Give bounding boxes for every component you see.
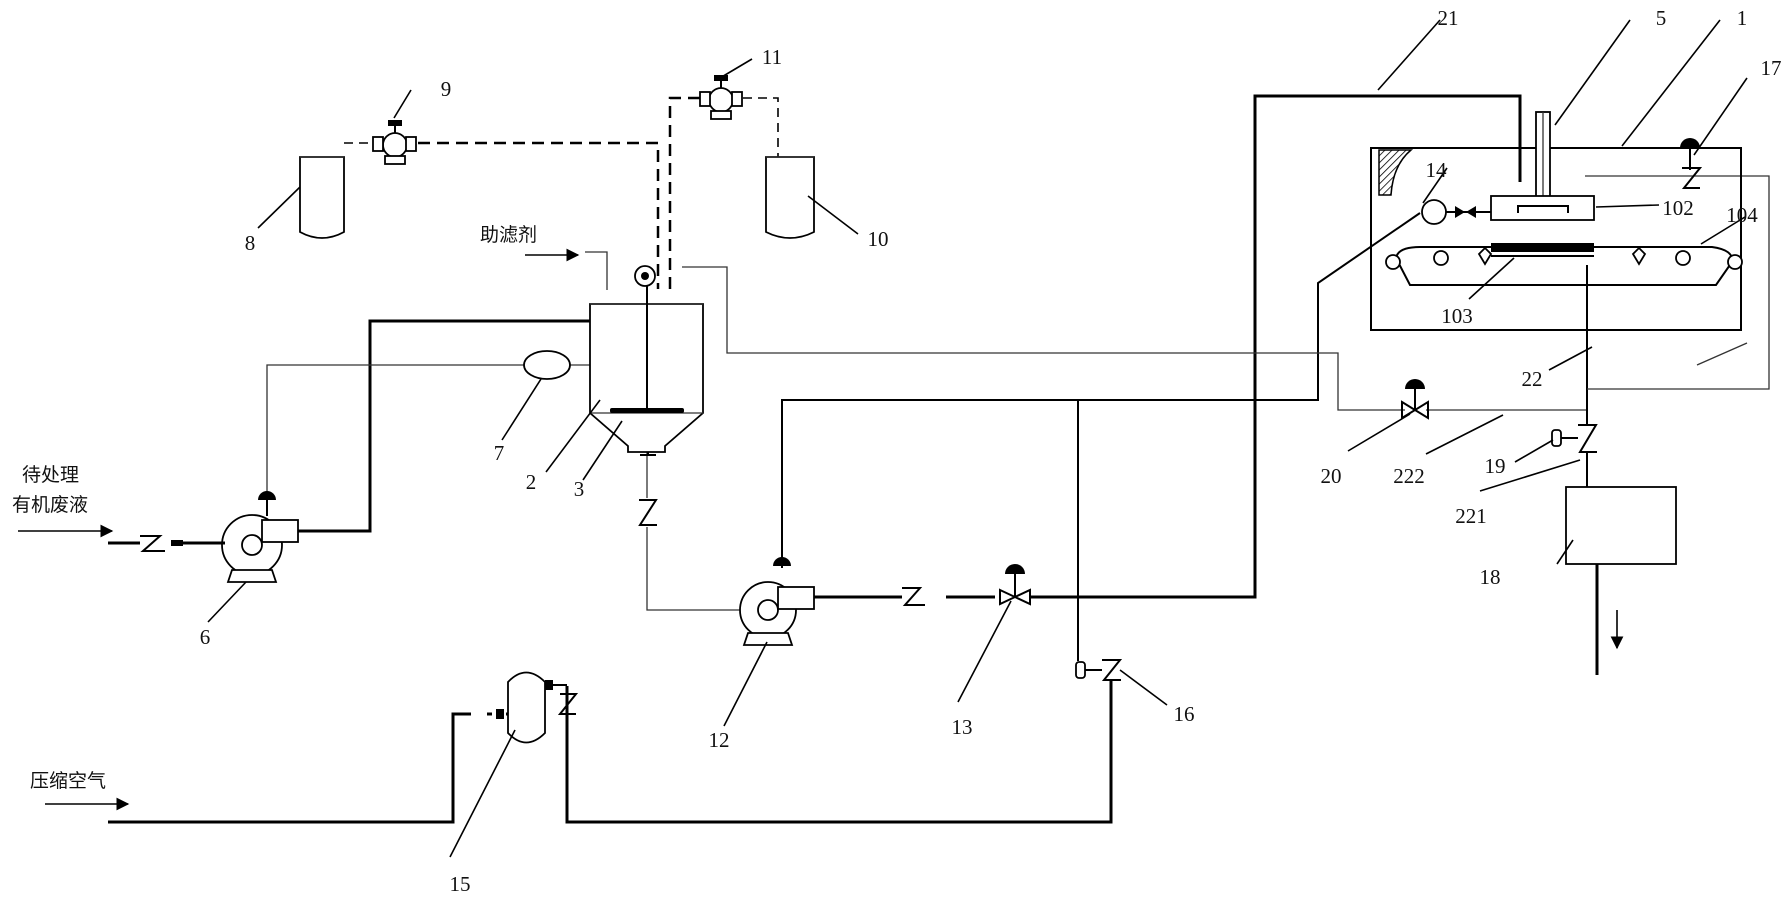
filter-housing bbox=[1370, 111, 1743, 331]
label-10: 10 bbox=[868, 227, 889, 251]
filter-aid-label: 助滤剂 bbox=[480, 224, 537, 246]
label-12: 12 bbox=[709, 728, 730, 752]
label-18: 18 bbox=[1480, 565, 1501, 589]
chemical-tank-10 bbox=[765, 156, 815, 239]
label-5: 5 bbox=[1656, 6, 1667, 30]
label-3: 3 bbox=[574, 477, 585, 501]
process-text: 助滤剂 待处理 有机废液 压缩空气 bbox=[12, 224, 537, 792]
leader-lines bbox=[207, 19, 1748, 858]
label-21: 21 bbox=[1438, 6, 1459, 30]
valve-13 bbox=[999, 564, 1031, 606]
regulator-9 bbox=[372, 120, 417, 165]
valve-19 bbox=[1551, 429, 1578, 447]
label-11: 11 bbox=[762, 45, 782, 69]
label-9: 9 bbox=[441, 77, 452, 101]
label-20: 20 bbox=[1321, 464, 1342, 488]
regulator-11 bbox=[699, 75, 743, 120]
compressed-air-label: 压缩空气 bbox=[30, 770, 106, 792]
label-14: 14 bbox=[1426, 158, 1448, 182]
label-102: 102 bbox=[1662, 196, 1694, 220]
valve-17 bbox=[1680, 138, 1703, 189]
feed-pump bbox=[739, 553, 815, 646]
callout-labels: 1 2 3 5 6 7 8 9 10 11 12 13 14 15 16 17 … bbox=[200, 6, 1782, 896]
label-8: 8 bbox=[245, 231, 256, 255]
label-22: 22 bbox=[1522, 367, 1543, 391]
label-17: 17 bbox=[1761, 56, 1782, 80]
label-103: 103 bbox=[1441, 304, 1473, 328]
label-2: 2 bbox=[526, 470, 537, 494]
label-1: 1 bbox=[1737, 6, 1748, 30]
dosing-lines bbox=[344, 96, 779, 289]
residue-box bbox=[1565, 486, 1677, 565]
mixing-tank bbox=[589, 265, 704, 456]
label-19: 19 bbox=[1485, 454, 1506, 478]
label-221: 221 bbox=[1455, 504, 1487, 528]
label-222: 222 bbox=[1393, 464, 1425, 488]
waste-liquid-label-line2: 有机废液 bbox=[12, 494, 88, 516]
valve-16 bbox=[1075, 661, 1102, 679]
piping bbox=[108, 94, 1770, 824]
waste-liquid-label-line1: 待处理 bbox=[22, 464, 79, 486]
level-sensor bbox=[523, 350, 571, 380]
waste-pump bbox=[218, 483, 299, 583]
label-104: 104 bbox=[1726, 203, 1758, 227]
label-13: 13 bbox=[952, 715, 973, 739]
flow-arrows bbox=[18, 248, 1624, 811]
chemical-tank-8 bbox=[299, 156, 345, 239]
label-7: 7 bbox=[494, 441, 505, 465]
check-valves bbox=[140, 424, 1598, 715]
label-6: 6 bbox=[200, 625, 211, 649]
label-15: 15 bbox=[450, 872, 471, 896]
valve-20 bbox=[1401, 379, 1429, 420]
label-16: 16 bbox=[1174, 702, 1195, 726]
air-buffer-tank bbox=[496, 671, 567, 744]
